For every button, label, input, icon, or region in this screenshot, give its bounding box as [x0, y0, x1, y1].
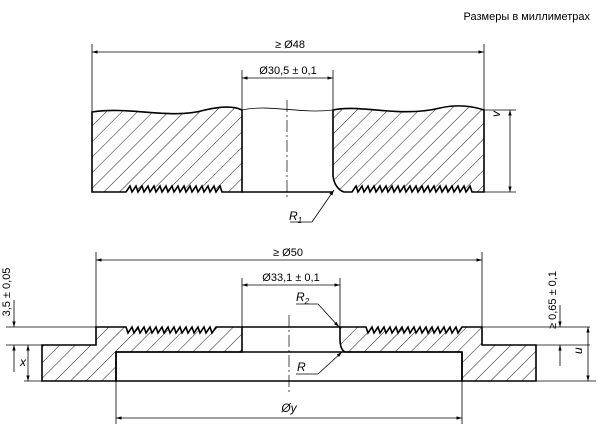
r-label: R	[297, 360, 306, 374]
units-note: Размеры в миллиметрах	[464, 11, 591, 23]
top-bore-diameter: Ø30,5 ± 0,1	[259, 65, 316, 77]
bottom-left-flange	[41, 325, 243, 382]
symbol-u: u	[571, 347, 585, 354]
bottom-view: ≥ Ø50 Ø33,1 ± 0,1 R2 R 3,5 ± 0,05 x ≥ 0,…	[1, 247, 596, 424]
bottom-right-flange	[339, 325, 537, 382]
top-bore-top-edge	[241, 107, 334, 112]
bottom-outer-diameter: ≥ Ø50	[273, 247, 303, 259]
flange-height-dim: 3,5 ± 0,05	[1, 268, 13, 317]
r1-label: R1	[289, 209, 302, 225]
top-outer-diameter: ≥ Ø48	[275, 39, 305, 51]
symbol-x: x	[19, 355, 27, 369]
top-view: ≥ Ø48 Ø30,5 ± 0,1 v R1	[91, 39, 516, 225]
r2-label: R2	[296, 290, 310, 306]
bottom-diameter-y: Øy	[280, 401, 297, 415]
top-right-section	[332, 105, 485, 194]
top-left-section	[91, 106, 243, 194]
bottom-bore-diameter: Ø33,1 ± 0,1	[262, 272, 319, 284]
recess-depth-dim: ≥ 0,65 ± 0,1	[547, 271, 559, 329]
top-height-symbol: v	[489, 110, 503, 117]
